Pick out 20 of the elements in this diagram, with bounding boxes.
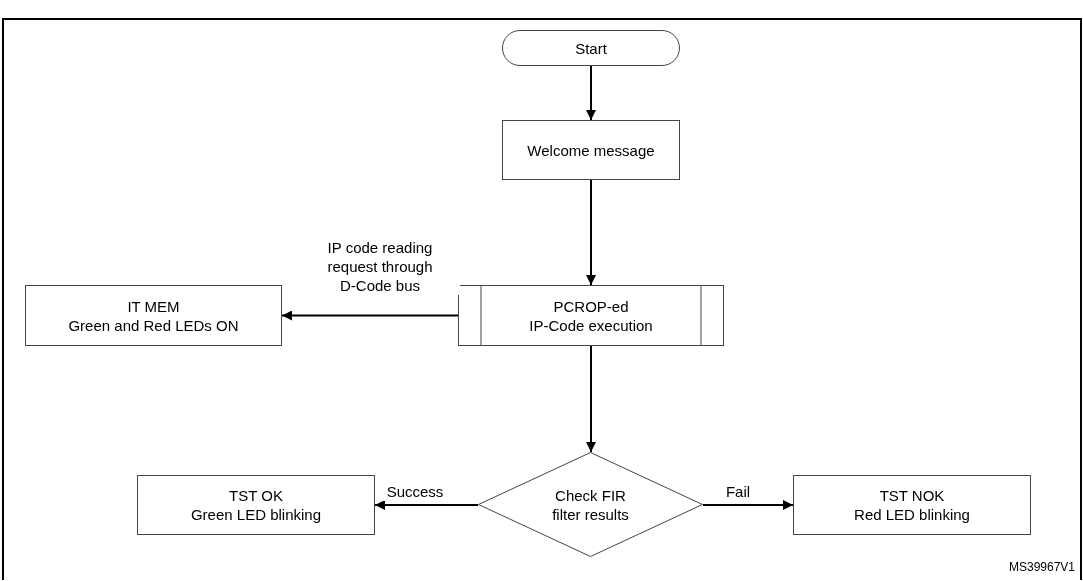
subprocess-box xyxy=(458,285,724,346)
node-text: Check FIR filter results xyxy=(552,485,629,524)
arrow xyxy=(281,310,459,321)
node-text: PCROP-ed IP-Code execution xyxy=(529,296,653,335)
decision-diamond xyxy=(478,452,703,557)
start-terminator xyxy=(502,30,680,66)
arrow xyxy=(374,500,479,510)
arrow xyxy=(702,500,794,510)
node-text: IT MEM Green and Red LEDs ON xyxy=(68,296,239,335)
node-text: Welcome message xyxy=(527,140,655,160)
process-box xyxy=(25,285,282,346)
node-text: TST NOK Red LED blinking xyxy=(854,486,970,524)
arrow xyxy=(586,65,596,121)
process-box xyxy=(137,475,375,535)
node-text: TST OK Green LED blinking xyxy=(190,486,322,524)
arrow xyxy=(586,345,596,453)
node-text: Start xyxy=(575,38,607,58)
process-box xyxy=(502,120,680,180)
process-box xyxy=(793,475,1031,535)
arrow xyxy=(586,179,596,286)
